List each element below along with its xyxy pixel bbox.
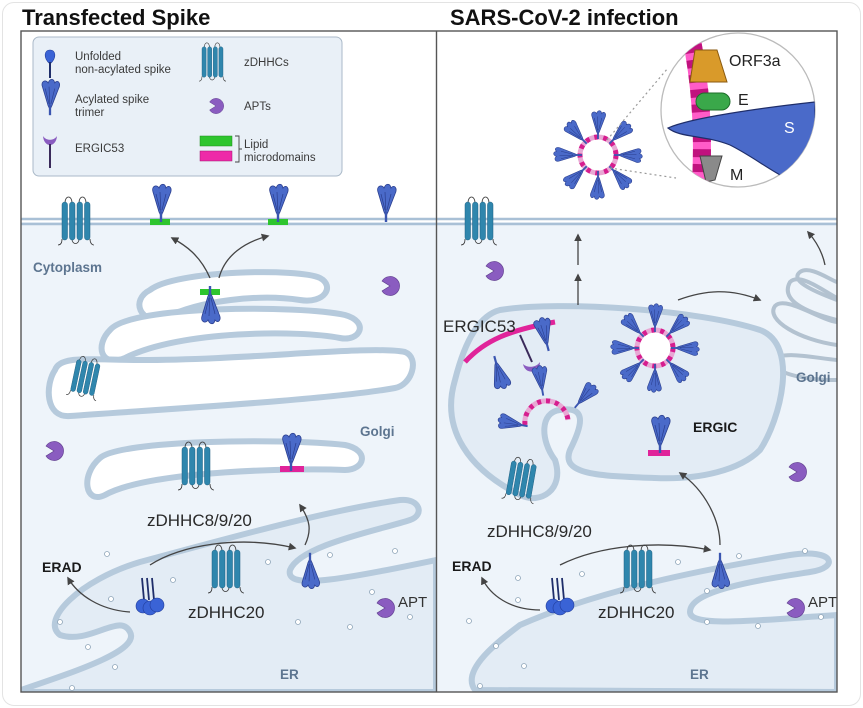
svg-text:M: M	[730, 167, 743, 184]
zdhhc20-label: zDHHC20	[188, 603, 265, 622]
transport-arrow	[149, 541, 297, 566]
svg-text:microdomains: microdomains	[244, 152, 316, 164]
ergic53-icon	[43, 136, 57, 168]
virion-icon	[611, 304, 700, 393]
transport-arrow	[218, 233, 270, 279]
golgi-label: Golgi	[360, 424, 395, 439]
erad-label: ERAD	[452, 558, 492, 574]
right-panel-title: SARS-CoV-2 infection	[450, 5, 679, 30]
erad-arrow	[481, 576, 541, 611]
zoom-guide-lines	[606, 67, 677, 179]
svg-text:trimer: trimer	[75, 107, 105, 119]
svg-text:E: E	[738, 92, 749, 109]
panel-frame	[20, 30, 838, 693]
lipid-microdomain-icon	[199, 135, 242, 163]
zdhhc8-9-20-label: zDHHC8/9/20	[147, 511, 252, 530]
transport-arrow	[170, 237, 211, 279]
zdhhc20-label: zDHHC20	[598, 603, 675, 622]
ergic-label: ERGIC	[693, 419, 737, 435]
transport-arrow	[299, 503, 310, 546]
svg-text:S: S	[784, 120, 795, 137]
svg-text:Acylated spike: Acylated spike	[75, 94, 149, 106]
left-panel: Cytoplasm Golgi zDHHC8/9/20 ERAD zDHHC20…	[21, 31, 436, 692]
transport-arrow	[677, 291, 762, 302]
svg-text:APTs: APTs	[244, 101, 271, 113]
svg-text:ORF3a: ORF3a	[729, 53, 781, 70]
budding-virion	[496, 364, 601, 434]
left-panel-title: Transfected Spike	[22, 5, 210, 30]
zdhhc8-9-20-label: zDHHC8/9/20	[487, 522, 592, 541]
transport-arrow	[806, 230, 826, 266]
ergic-compartment	[448, 303, 786, 502]
virion-membrane-inset: ORF3a E S M	[660, 32, 816, 188]
er-label: ER	[690, 667, 709, 682]
ergic53-label: ERGIC53	[443, 317, 516, 336]
svg-text:Lipid: Lipid	[244, 139, 268, 151]
ribosomes	[57, 548, 413, 691]
m-protein	[699, 155, 723, 183]
legend: Unfolded non-acylated spike zDHHCs Acyla…	[32, 36, 343, 177]
golgi-label: Golgi	[796, 370, 831, 385]
e-protein	[695, 92, 731, 111]
svg-text:non-acylated spike: non-acylated spike	[75, 64, 171, 76]
er-membrane	[21, 496, 436, 692]
erad-label: ERAD	[42, 559, 82, 575]
golgi-stack	[45, 269, 416, 500]
er-label: ER	[280, 667, 299, 682]
erad-arrow	[67, 576, 131, 613]
svg-text:Unfolded: Unfolded	[75, 51, 121, 63]
plasma-membrane	[437, 217, 837, 226]
svg-text:ERGIC53: ERGIC53	[75, 143, 124, 155]
apt-label: APT	[398, 594, 427, 611]
apt-label: APT	[808, 594, 837, 611]
orf3a-protein	[689, 49, 728, 83]
transport-arrow	[678, 472, 721, 546]
ribosomes	[466, 548, 824, 689]
unfolded-spike-icon	[44, 49, 56, 78]
cytoplasm-label: Cytoplasm	[33, 260, 102, 275]
virion-icon	[554, 111, 643, 200]
svg-text:zDHHCs: zDHHCs	[244, 57, 289, 69]
transport-arrow	[559, 544, 712, 566]
right-panel: ERGIC53 ERGIC Golgi zDHHC8/9/20 ERAD zDH…	[437, 31, 837, 692]
